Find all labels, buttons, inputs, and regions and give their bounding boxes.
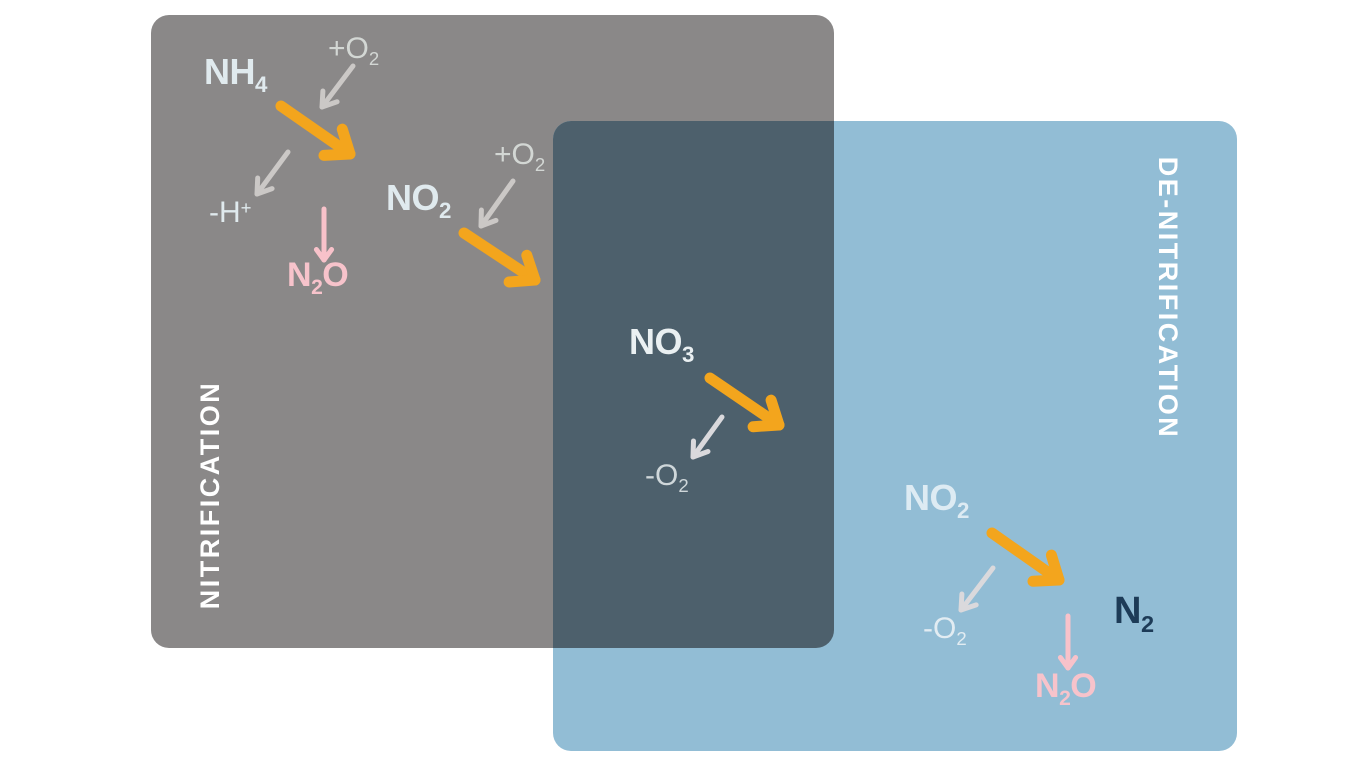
node-n2-text: N [1114,590,1141,632]
node-no3: NO3 [629,321,694,367]
node-n2o-b: N2O [1035,667,1097,709]
node-n2o-a-text: 2 [311,276,323,299]
node-nh4: NH4 [204,51,267,97]
node-plus-o2-a-text: 2 [368,48,380,70]
node-minus-o2-b-text: -O [923,612,957,645]
node-minus-h-text: + [240,196,252,218]
node-minus-o2-a: -O2 [645,459,689,495]
node-n2o-a: N2O [287,256,349,298]
node-minus-h-text: -H [209,196,241,229]
node-no2-b-text: 2 [957,498,969,524]
node-no2-b: NO2 [904,477,969,523]
node-no3-text: NO [629,321,683,362]
node-plus-o2-a-text: +O [328,32,369,65]
node-no2-a-text: NO [386,177,440,218]
node-plus-o2-b-text: 2 [534,154,546,176]
node-n2: N2 [1114,590,1154,636]
panels-overlap-region [553,121,834,648]
node-n2-text: 2 [1140,610,1154,637]
node-minus-o2-b: -O2 [923,612,967,648]
node-minus-h: -H+ [209,198,252,228]
node-plus-o2-a: +O2 [328,32,379,68]
node-no2-a-text: 2 [439,198,451,224]
node-n2o-b-text: N [1035,667,1060,705]
node-minus-o2-b-text: 2 [956,628,967,650]
node-no2-a: NO2 [386,177,451,223]
node-n2o-b-text: 2 [1059,687,1071,710]
node-no3-text: 3 [682,342,694,368]
node-no2-b-text: NO [904,477,958,518]
node-nh4-text: NH [204,51,256,92]
node-n2o-a-text: N [287,256,312,294]
node-n2o-a-text: O [322,256,349,294]
node-minus-o2-a-text: 2 [678,475,689,497]
node-nh4-text: 4 [255,72,267,98]
node-minus-o2-a-text: -O [645,459,679,492]
node-n2o-b-text: O [1070,667,1097,705]
node-plus-o2-b: +O2 [494,138,545,174]
node-plus-o2-b-text: +O [494,138,535,171]
